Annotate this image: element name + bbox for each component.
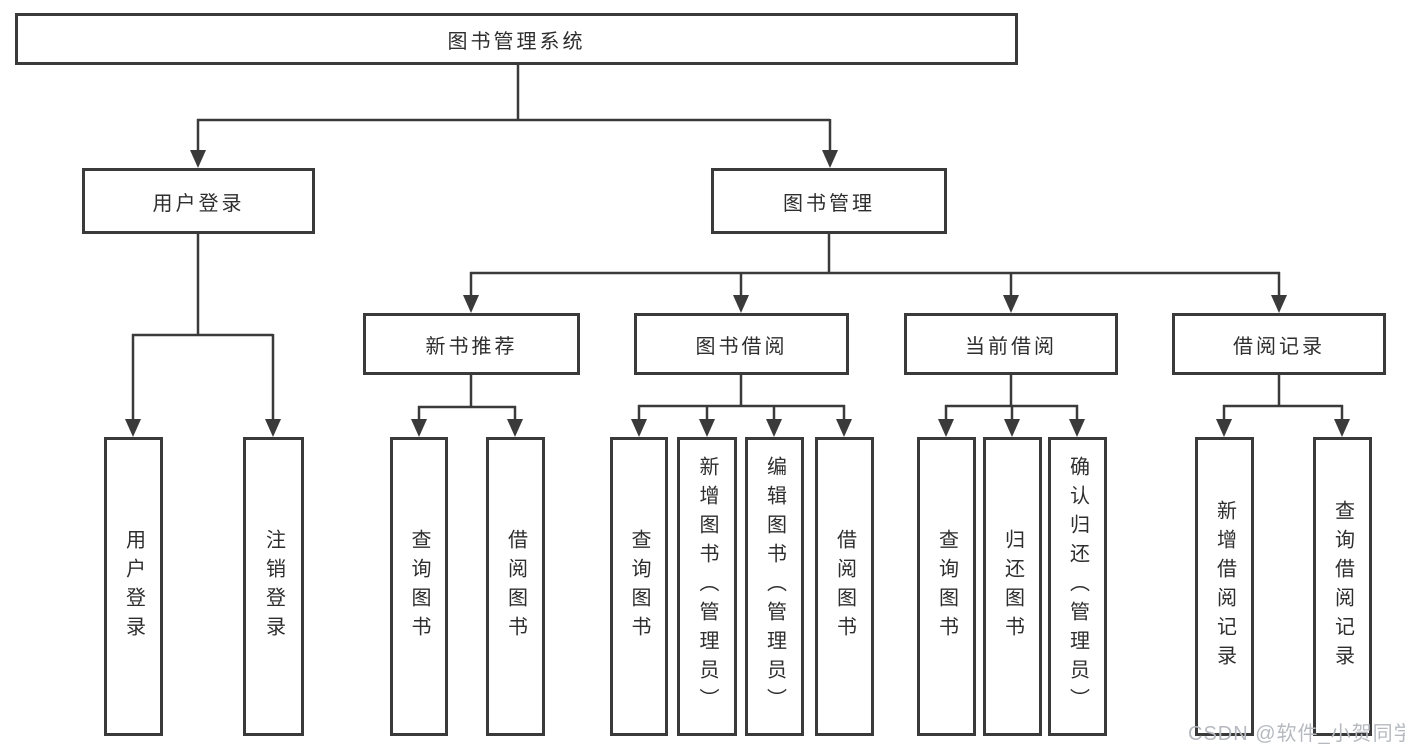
node-label: 注销登录 — [262, 528, 285, 645]
csdn-watermark: CSDN @软件_小贺同学 — [1188, 723, 1405, 745]
leaf-borrow-books-recommend: 借阅图书 — [486, 437, 545, 736]
node-label: 借阅图书 — [833, 528, 856, 645]
leaf-query-books-current: 查询图书 — [917, 437, 976, 736]
arrowheads — [125, 150, 1350, 437]
node-user-login: 用户登录 — [82, 168, 315, 234]
node-label: 确认归还（管理员） — [1066, 456, 1089, 717]
leaf-add-borrow-record: 新增借阅记录 — [1195, 437, 1254, 736]
node-borrow-records: 借阅记录 — [1172, 313, 1386, 375]
node-book-management: 图书管理 — [711, 168, 947, 234]
node-label: 查询图书 — [628, 528, 650, 645]
node-label: 查询借阅记录 — [1331, 499, 1354, 674]
leaf-query-borrow-record: 查询借阅记录 — [1313, 437, 1372, 736]
node-label: 图书管理 — [783, 192, 875, 215]
node-current-borrow: 当前借阅 — [904, 313, 1118, 375]
leaf-borrow-books: 借阅图书 — [815, 437, 874, 736]
node-label: 查询图书 — [935, 528, 958, 645]
node-label: 归还图书 — [1001, 528, 1024, 645]
node-label: 图书借阅 — [695, 335, 788, 358]
leaf-query-books-recommend: 查询图书 — [390, 437, 448, 736]
node-label: 借阅记录 — [1233, 335, 1325, 358]
node-label: 新增图书（管理员） — [696, 456, 718, 717]
leaf-query-books-borrow: 查询图书 — [610, 437, 668, 736]
node-label: 编辑图书（管理员） — [763, 456, 786, 717]
leaf-edit-books-admin: 编辑图书（管理员） — [745, 437, 804, 736]
leaf-add-books-admin: 新增图书（管理员） — [677, 437, 737, 736]
node-label: 用户登录 — [152, 192, 245, 215]
node-label: 用户登录 — [122, 528, 145, 645]
node-label: 当前借阅 — [965, 335, 1057, 358]
leaf-logout-login: 注销登录 — [243, 437, 304, 736]
node-label: 新增借阅记录 — [1213, 499, 1236, 674]
leaf-return-books: 归还图书 — [983, 437, 1042, 736]
node-book-borrow: 图书借阅 — [634, 313, 849, 375]
node-label: 借阅图书 — [504, 528, 527, 645]
node-label: 查询图书 — [408, 528, 430, 645]
node-label: 图书管理系统 — [447, 30, 586, 53]
node-label: 新书推荐 — [425, 335, 518, 358]
node-new-book-recommend: 新书推荐 — [363, 313, 580, 375]
leaf-confirm-return-admin: 确认归还（管理员） — [1048, 437, 1107, 736]
node-library-management-system: 图书管理系统 — [15, 13, 1018, 65]
leaf-user-login: 用户登录 — [104, 437, 163, 736]
